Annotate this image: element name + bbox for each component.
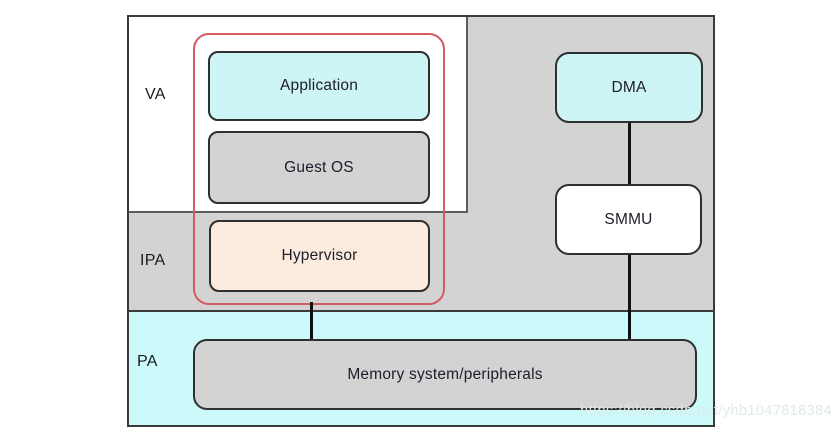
node-hypervisor: Hypervisor	[209, 220, 430, 292]
csdn-watermark: https://blog.csdn.net/yhb1047818384	[580, 403, 832, 419]
node-dma: DMA	[555, 52, 703, 123]
virtual-machine-outline	[193, 33, 445, 305]
row-label-pa: PA	[137, 353, 158, 370]
connector-dma-to-smmu	[628, 123, 631, 184]
address-translation-diagram: VA IPA PA Application Guest OS Hyperviso…	[127, 15, 715, 427]
row-label-va: VA	[145, 86, 166, 103]
node-application: Application	[208, 51, 430, 121]
node-guest-os: Guest OS	[208, 131, 430, 204]
row-label-ipa: IPA	[140, 252, 166, 269]
node-memory-system-peripherals: Memory system/peripherals	[193, 339, 697, 410]
connector-hypervisor-to-memory	[310, 302, 313, 339]
node-smmu: SMMU	[555, 184, 702, 255]
connector-smmu-to-memory	[628, 255, 631, 339]
